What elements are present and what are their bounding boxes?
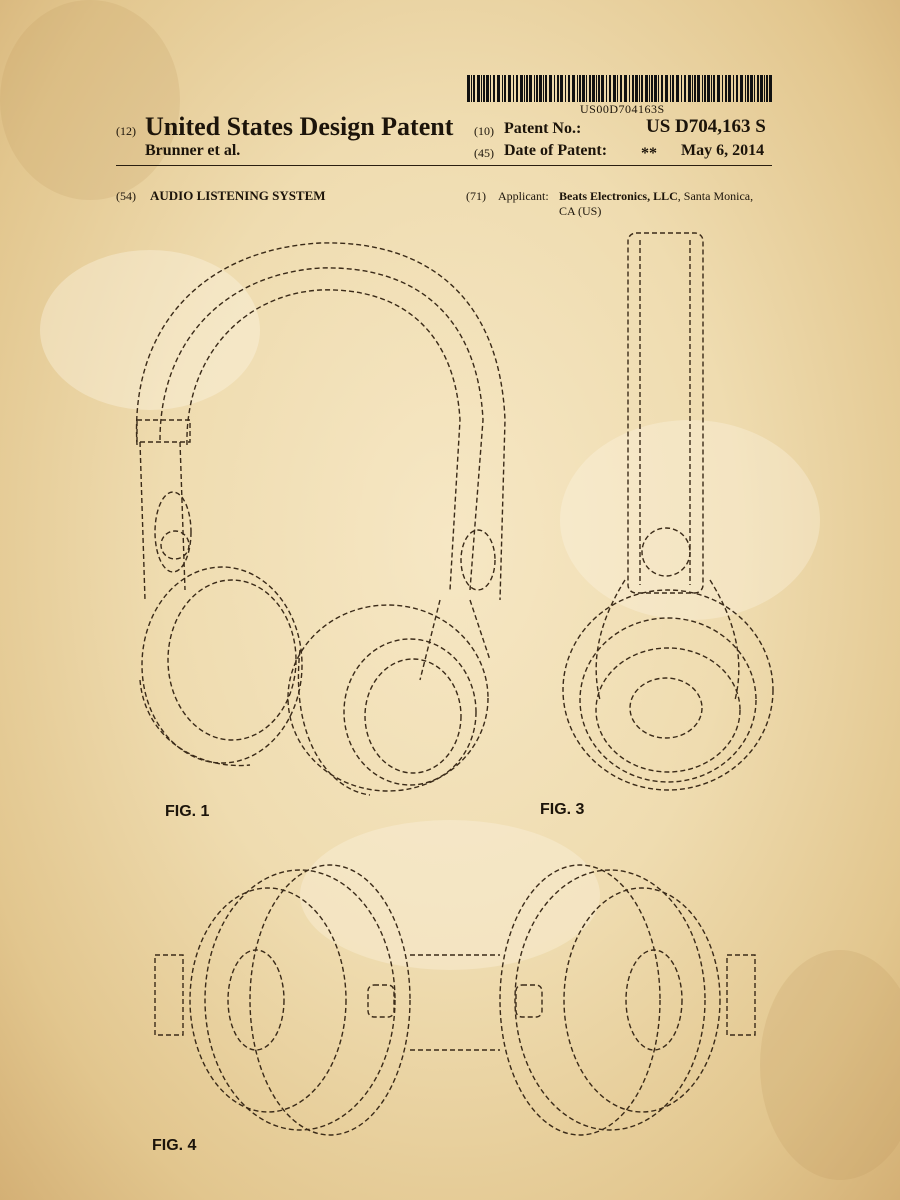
header-divider [116,165,772,166]
barcode [467,75,772,102]
patent-number-label: Patent No.: [504,120,582,137]
barcode-number: US00D704163S [580,102,665,116]
inventors: Brunner et al. [145,142,241,159]
fig3-label: FIG. 3 [540,801,585,818]
fig1-label: FIG. 1 [165,803,210,820]
fig4-label: FIG. 4 [152,1137,197,1154]
applicant-region: CA (US) [559,204,602,218]
fig4-top-view-drawing [154,864,756,1136]
patent-date: May 6, 2014 [681,142,765,159]
code-10: (10) [474,124,494,138]
code-71: (71) [466,189,486,203]
applicant-name: Beats Electronics, LLC [559,189,678,203]
date-mark: ** [641,145,657,162]
code-12: (12) [116,124,136,138]
code-54: (54) [116,189,136,203]
document-type: United States Design Patent [145,112,454,141]
applicant-city: , Santa Monica, [677,189,754,203]
code-45: (45) [474,146,494,160]
patent-number: US D704,163 S [646,116,766,137]
applicant-label: Applicant: [498,189,549,203]
fig3-side-view-drawing [562,232,774,791]
date-label: Date of Patent: [504,142,608,159]
fig1-headphones-drawing [135,242,506,796]
patent-title: AUDIO LISTENING SYSTEM [150,188,326,203]
